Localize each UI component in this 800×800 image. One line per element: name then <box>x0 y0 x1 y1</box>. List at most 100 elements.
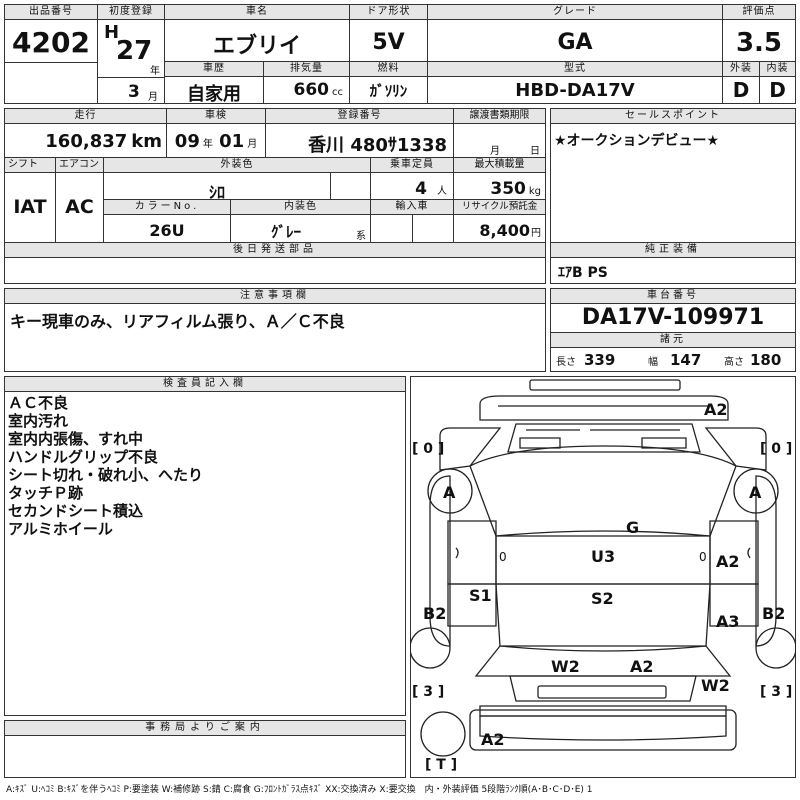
load-label: 最大積載量 <box>454 158 545 173</box>
car-diagram-box <box>410 376 796 778</box>
inspector-label: 検査員記入欄 <box>5 377 405 392</box>
inspector-line: 室内汚れ <box>8 412 69 430</box>
inspector-line: ハンドルグリップ不良 <box>8 448 159 466</box>
height-label: 高さ <box>724 357 744 368</box>
color-no-value: 26U <box>149 221 185 240</box>
bracket-right-top: [ 0 ] <box>760 441 793 457</box>
tire-right-front: A <box>749 483 762 502</box>
width-value: 147 <box>670 351 702 369</box>
inspector-box <box>4 376 406 716</box>
exterior-value: D <box>732 78 750 102</box>
reg-no-label: 登録番号 <box>266 109 453 124</box>
import-label: 輸入車 <box>371 200 453 215</box>
exterior-label: 外装 <box>723 62 759 77</box>
color-no-label: カラーNo. <box>104 200 230 215</box>
bracket-spare: [ T ] <box>425 757 458 773</box>
door-value: 5V <box>372 30 405 55</box>
header-table <box>4 4 796 104</box>
inspection-year: 09 <box>174 131 200 152</box>
inspector-line: ＡＣ不良 <box>8 394 69 412</box>
color-label: 外装色 <box>104 158 370 173</box>
model-value: HBD-DA17V <box>515 80 635 101</box>
inspection-label: 車検 <box>167 109 265 124</box>
grade-value: GA <box>557 30 593 55</box>
fuel-label: 燃料 <box>350 62 427 77</box>
transfer-day-unit: 日 <box>530 146 540 157</box>
genuine-label: 純正装備 <box>551 243 795 258</box>
mark-a3: A3 <box>716 612 740 631</box>
mark-zero-right: 0 <box>699 550 707 564</box>
load-unit: kg <box>528 186 541 197</box>
sales-label: セールスポイント <box>551 109 795 124</box>
first-reg-label: 初度登録 <box>98 5 164 20</box>
height-value: 180 <box>750 351 782 369</box>
width-cell: 幅 147 <box>648 351 701 369</box>
interior-label: 内装 <box>760 62 795 77</box>
model-label: 型式 <box>428 62 722 77</box>
grade-label: グレード <box>428 5 722 20</box>
later-parts-label: 後日発送部品 <box>5 243 545 258</box>
capacity-unit: 人 <box>437 186 447 197</box>
color-value: ｼﾛ <box>208 183 225 202</box>
recycle-label: リサイクル預託金 <box>454 200 545 215</box>
int-color-value: ｸﾞﾚｰ <box>270 223 301 241</box>
door-label: ドア形状 <box>350 5 427 20</box>
transfer-month-unit: 月 <box>490 146 500 157</box>
mark-s2: S2 <box>591 589 614 608</box>
office-label: 事務局よりご案内 <box>5 721 405 736</box>
notes-value: キー現車のみ、リアフィルム張り、Ａ／Ｃ不良 <box>10 312 345 331</box>
fuel-value: ｶﾞｿﾘﾝ <box>369 82 408 100</box>
bracket-right-bottom: [ 3 ] <box>760 684 793 700</box>
mileage-value: 160,837 <box>45 131 128 152</box>
recycle-value: 8,400 <box>479 221 530 240</box>
car-name-value: エブリイ <box>212 34 301 59</box>
int-color-label: 内装色 <box>231 200 370 215</box>
int-color-unit: 系 <box>356 231 366 242</box>
inspection-month-unit: 月 <box>247 139 258 150</box>
first-reg-era: H <box>104 22 120 43</box>
mark-a2-top: A2 <box>704 400 728 419</box>
bracket-left-bottom: [ 3 ] <box>412 684 445 700</box>
inspector-line: 室内内張傷、すれ中 <box>8 430 144 448</box>
width-label: 幅 <box>648 357 658 368</box>
recycle-cell: 8,400円 <box>454 221 545 240</box>
mark-s1: S1 <box>469 586 492 605</box>
history-value: 自家用 <box>187 84 241 105</box>
shift-value: IAT <box>13 196 47 218</box>
chassis-label: 車台番号 <box>551 289 795 304</box>
shift-label: シフト <box>5 158 55 173</box>
length-value: 339 <box>584 351 616 369</box>
first-reg-year: 27 <box>116 36 153 66</box>
inspection-year-unit: 年 <box>202 139 213 150</box>
mark-b2-right: B2 <box>762 604 786 623</box>
inspector-line: セカンドシート積込 <box>8 502 144 520</box>
capacity-label: 乗車定員 <box>371 158 453 173</box>
ac-label: エアコン <box>56 158 103 173</box>
mileage-label: 走行 <box>5 109 166 124</box>
capacity-value: 4 <box>415 179 427 199</box>
recycle-unit: 円 <box>531 228 541 239</box>
mark-zero-left: 0 <box>499 550 507 564</box>
load-value: 350 <box>490 179 526 199</box>
mark-u3: U3 <box>591 547 616 566</box>
car-name-label: 車名 <box>165 5 349 20</box>
mileage-unit: km <box>131 131 162 152</box>
mark-a2-bottom: A2 <box>481 730 505 749</box>
notes-label: 注意事項欄 <box>5 289 545 304</box>
first-reg-month-unit: 月 <box>148 92 158 103</box>
inspector-line: アルミホイール <box>8 520 113 538</box>
interior-value: D <box>769 78 786 102</box>
genuine-value: ｴｱB PS <box>558 265 608 281</box>
mark-w2-left: W2 <box>551 657 580 676</box>
mark-w2-right: W2 <box>701 676 730 695</box>
history-label: 車歴 <box>165 62 263 77</box>
inspector-line: タッチＰ跡 <box>8 484 84 502</box>
spec-label: 諸元 <box>551 333 795 348</box>
lot-label: 出品番号 <box>5 5 97 20</box>
bracket-left-top: [ 0 ] <box>412 441 445 457</box>
